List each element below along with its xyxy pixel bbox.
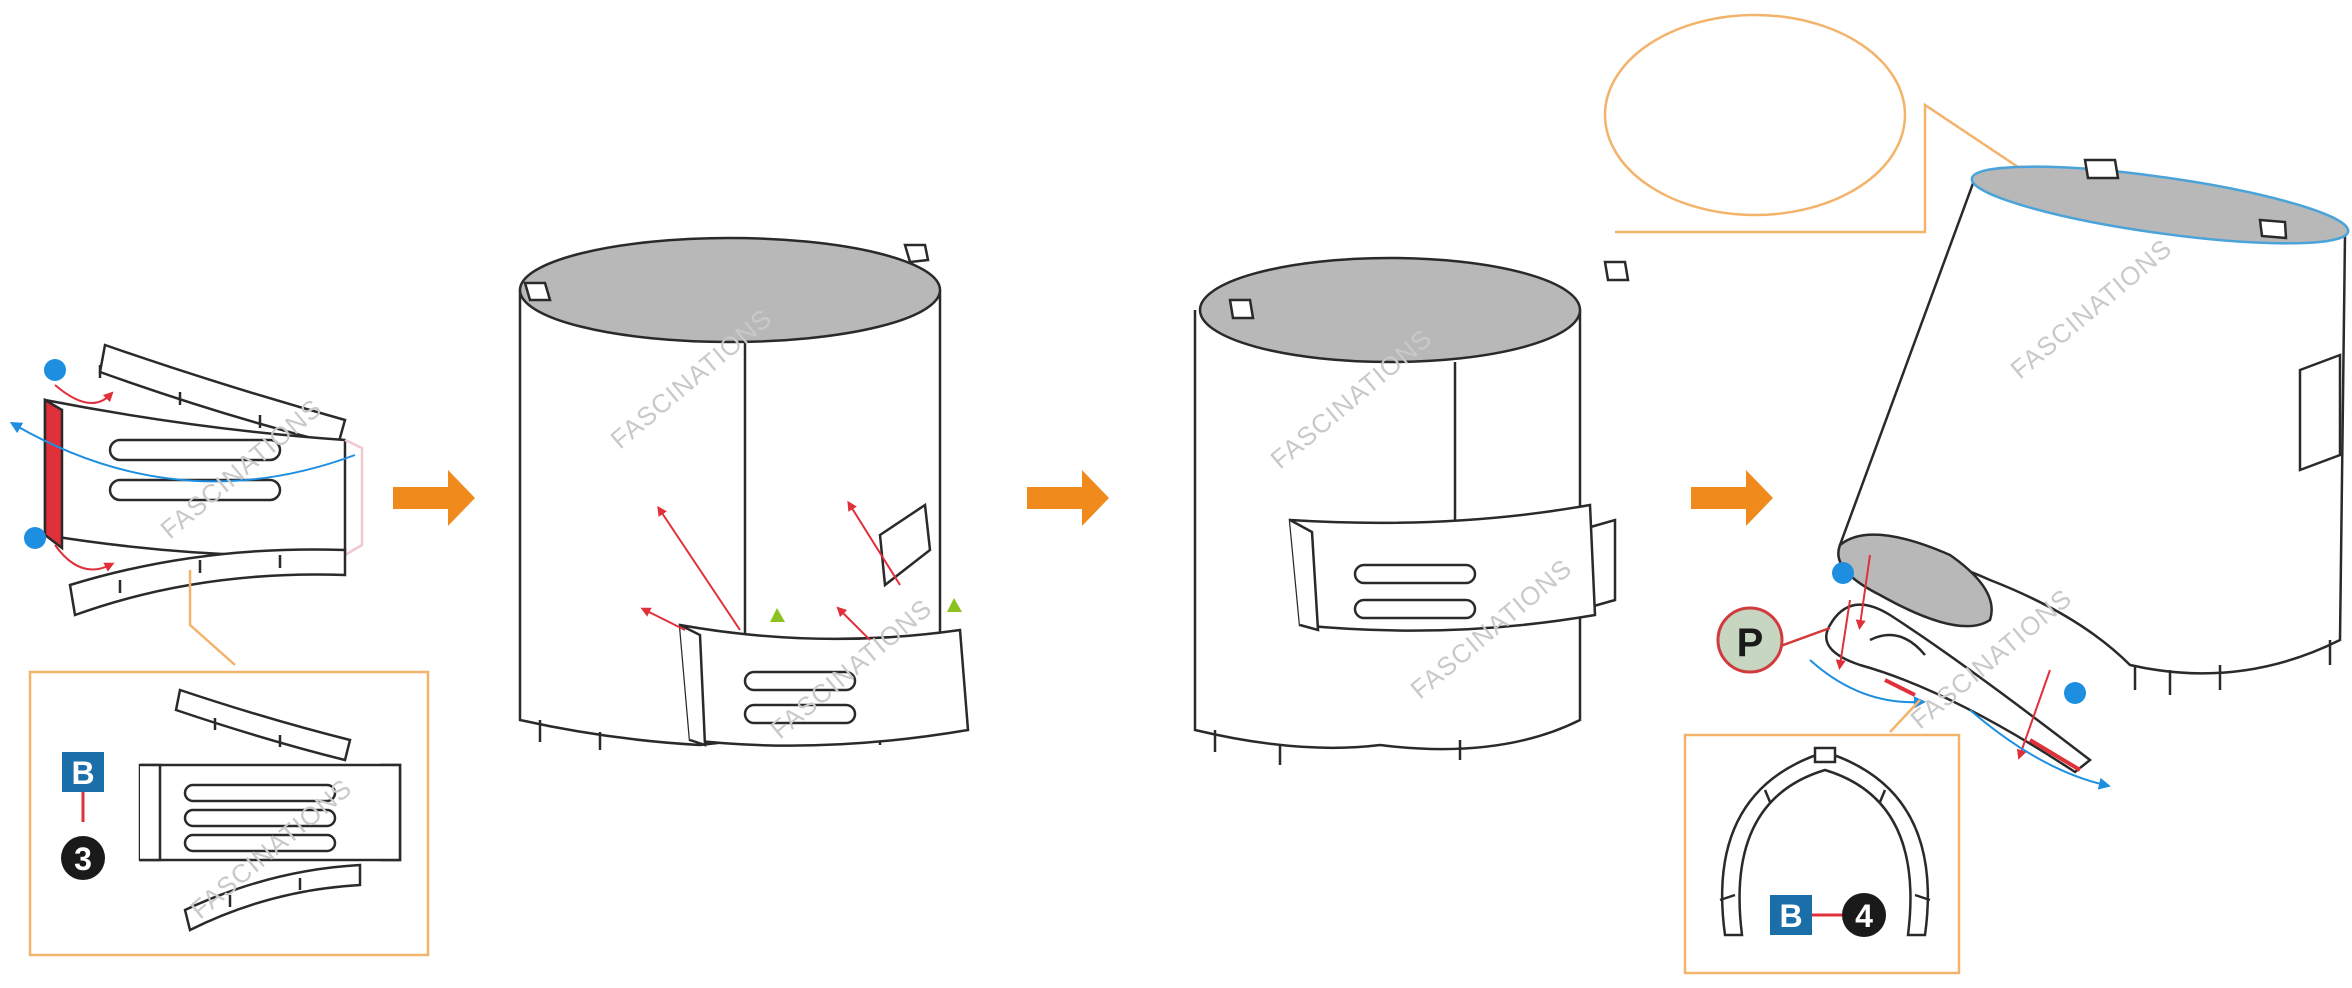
- callout-arch-part: [1720, 748, 1930, 935]
- step-1-group: [15, 345, 362, 615]
- step-arrow-icon: [393, 470, 475, 526]
- lower-arc-strip: [70, 549, 345, 615]
- part-label-b3: B 3: [61, 752, 105, 880]
- part-label-b4: B 4: [1770, 893, 1886, 937]
- callout-parts-step-1: [140, 690, 400, 930]
- svg-text:B: B: [1779, 898, 1802, 934]
- blue-dot-marker: [44, 359, 66, 381]
- callout-ellipse: [1605, 15, 1905, 215]
- step-arrow-icon: [1027, 470, 1109, 526]
- step-arrow-icon: [1691, 470, 1773, 526]
- blue-dot-marker: [1832, 562, 1854, 584]
- svg-text:3: 3: [74, 841, 92, 877]
- svg-text:4: 4: [1855, 898, 1873, 934]
- blue-dot-marker: [24, 527, 46, 549]
- svg-text:B: B: [71, 755, 94, 791]
- blue-dot-marker: [2064, 682, 2086, 704]
- green-triangle-marker: [947, 598, 962, 612]
- svg-text:P: P: [1737, 621, 1764, 665]
